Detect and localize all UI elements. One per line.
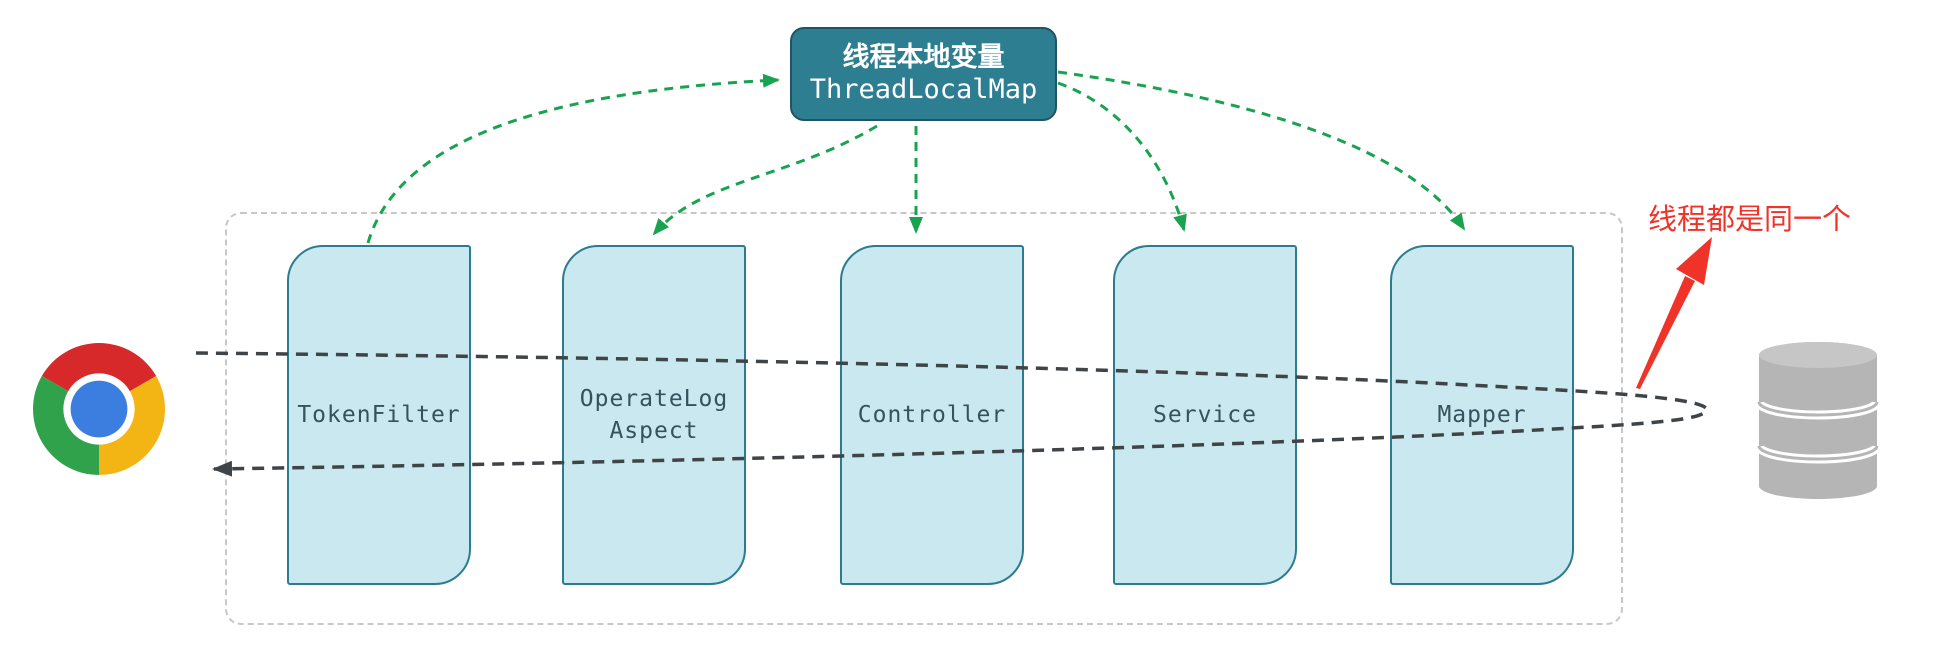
stage-label: OperateLog Aspect — [579, 385, 729, 444]
stage-label: Mapper — [1437, 401, 1527, 428]
stage-box-controller: Controller — [840, 245, 1024, 585]
stage-box-tokenfilter: TokenFilter — [287, 245, 471, 585]
stage-label: Service — [1153, 401, 1257, 428]
stage-label: Controller — [857, 401, 1007, 428]
arrow-threadlocalmap-to-service — [1057, 81, 1187, 232]
threadlocalmap-title-cn: 线程本地变量 — [842, 41, 1005, 73]
annotation-text: 线程都是同一个 — [1648, 202, 1852, 236]
database-icon — [1753, 340, 1883, 502]
annotation-red-arrow — [1636, 237, 1712, 389]
chrome-browser-icon — [33, 343, 165, 475]
threadlocalmap-title-en: ThreadLocalMap — [809, 74, 1038, 105]
threadlocalmap-box: 线程本地变量 ThreadLocalMap — [790, 27, 1057, 121]
arrow-threadlocalmap-to-mapper — [1057, 70, 1466, 231]
stage-box-service: Service — [1113, 245, 1297, 585]
stage-box-operatelog-aspect: OperateLog Aspect — [562, 245, 746, 585]
stage-label: TokenFilter — [297, 401, 461, 428]
stage-box-mapper: Mapper — [1390, 245, 1574, 585]
